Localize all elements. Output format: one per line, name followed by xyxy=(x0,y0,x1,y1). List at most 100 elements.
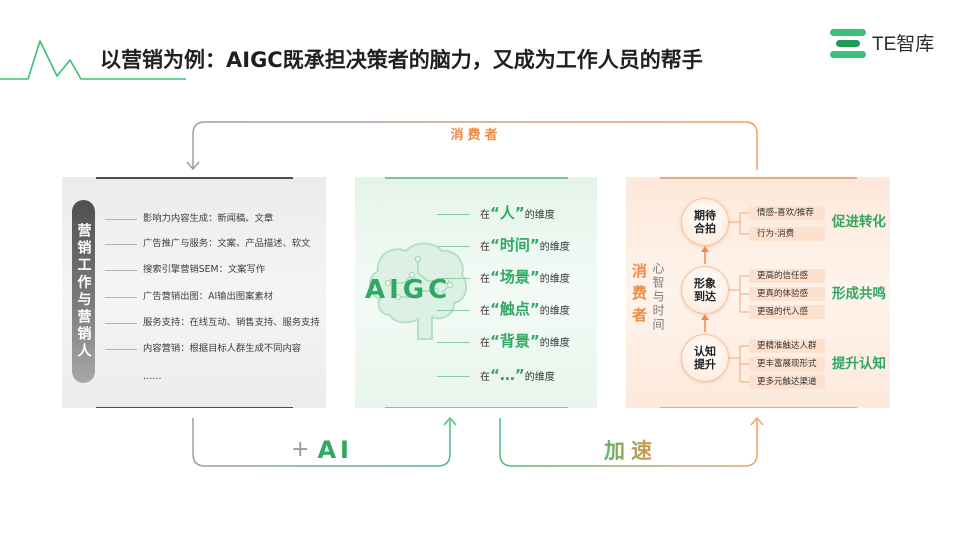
consumer-box: 消费者 心智与时间 期待 合拍 情感-喜欢/推荐 行为-消费 促进转化 形象 到… xyxy=(626,177,890,408)
speed-flow-label: 加速 xyxy=(604,439,658,463)
stage-effect: 更多元触达渠道 xyxy=(749,375,825,389)
dimension-prefix: 在 xyxy=(480,305,490,317)
stage-name-line: 认知 xyxy=(694,345,716,358)
list-item: 广告营销出图：AI输出图案素材 xyxy=(105,291,273,303)
item-connector-line xyxy=(437,341,470,343)
dimension-suffix: 的维度 xyxy=(539,337,570,349)
stage-bracket xyxy=(729,345,749,383)
consumer-label: 消费者 xyxy=(630,263,648,329)
dimension-suffix: 的维度 xyxy=(539,273,570,285)
dimension-suffix: 的维度 xyxy=(524,371,555,383)
item-connector-line xyxy=(105,296,137,298)
item-connector-line xyxy=(437,277,470,279)
aigc-label: AIGC xyxy=(365,275,452,305)
stage-effect: 更丰富展现形式 xyxy=(749,357,825,371)
stage-effect: 更强的代入感 xyxy=(749,305,825,319)
consumer-box-bottom-line xyxy=(660,406,857,408)
item-connector-line xyxy=(105,269,137,271)
marketing-item-text: 广告营销出图：AI输出图案素材 xyxy=(143,291,273,302)
list-item: 在“场景”的维度 xyxy=(437,268,570,289)
dimension-text: 在“人”的维度 xyxy=(480,204,555,225)
item-connector-line xyxy=(437,213,470,215)
dimension-keyword: “背景” xyxy=(490,331,540,350)
ai-flow-plus: + xyxy=(291,437,310,462)
list-item: 服务支持：在线互动、销售支持、服务支持 xyxy=(105,317,320,329)
stage-effect: 行为-消费 xyxy=(749,227,825,241)
stage-effect: 情感-喜欢/推荐 xyxy=(749,206,825,220)
dimension-keyword: “时间” xyxy=(490,235,540,254)
dimension-suffix: 的维度 xyxy=(539,241,570,253)
logo-text: TE智库 xyxy=(872,34,935,55)
item-connector-line xyxy=(105,322,137,324)
dimension-keyword: “人” xyxy=(490,203,525,222)
brain-circuit-nodes xyxy=(384,255,454,301)
stage-circle-awareness: 认知 提升 xyxy=(681,334,729,382)
stage-up-arrowhead xyxy=(701,314,709,320)
list-item: 内容营销：根据目标人群生成不同内容 xyxy=(105,343,301,355)
stage-bracket xyxy=(729,212,749,235)
list-item: 广告推广与服务：文案、产品描述、软文 xyxy=(105,238,310,250)
stage-outcome: 形成共鸣 xyxy=(832,286,886,302)
stage-effect: 更精准触达人群 xyxy=(749,339,825,353)
ai-flow-arrow xyxy=(192,418,451,467)
logo-bar-middle xyxy=(836,40,860,47)
list-item: 在“触点”的维度 xyxy=(437,300,570,321)
list-item: 在“时间”的维度 xyxy=(437,236,570,257)
stage-up-arrowhead xyxy=(701,246,709,252)
logo-bar-top xyxy=(830,29,866,36)
ai-flow-arrowhead xyxy=(443,416,457,426)
dimension-keyword: “场景” xyxy=(490,267,540,286)
aigc-box: AIGC 在“人”的维度 在“时间”的维度 在“场景”的维度 在“触点”的维度 … xyxy=(355,177,597,408)
list-item: 搜索引擎营销SEM：文案写作 xyxy=(105,264,265,276)
stage-name-line: 提升 xyxy=(694,358,716,371)
stage-name-line: 合拍 xyxy=(694,222,716,235)
item-connector-line xyxy=(105,218,137,220)
speed-flow-arrowhead xyxy=(750,416,764,426)
dimension-prefix: 在 xyxy=(480,209,490,221)
brain-circuit xyxy=(388,259,451,298)
aigc-box-top-line xyxy=(385,177,568,179)
marketing-item-text: 服务支持：在线互动、销售支持、服务支持 xyxy=(143,317,320,328)
aigc-box-bottom-line xyxy=(385,406,568,408)
stage-effect: 更真的体验感 xyxy=(749,287,825,301)
dimension-text: 在“…”的维度 xyxy=(480,366,555,387)
stage-bracket xyxy=(729,275,749,313)
stage-name-line: 期待 xyxy=(694,209,716,222)
item-connector-line xyxy=(437,309,470,311)
heartbeat-line-icon xyxy=(0,40,186,80)
item-connector-line xyxy=(105,243,137,245)
brain-icon xyxy=(369,242,468,340)
list-item: 在“人”的维度 xyxy=(437,204,555,225)
dimension-suffix: 的维度 xyxy=(524,209,555,221)
consumer-box-top-line xyxy=(660,177,857,179)
dimension-prefix: 在 xyxy=(480,241,490,253)
marketing-box-top-line xyxy=(96,177,293,179)
marketing-box: 营销工作与营销人 影响力内容生成：新闻稿、文章 广告推广与服务：文案、产品描述、… xyxy=(62,177,326,408)
stage-effect: 更高的信任感 xyxy=(749,269,825,283)
list-item: 在“…”的维度 xyxy=(437,366,555,387)
marketing-box-bottom-line xyxy=(96,406,293,408)
speed-flow-arrow xyxy=(499,418,758,467)
top-flow-arrow xyxy=(192,121,758,170)
item-connector-line xyxy=(105,348,137,350)
list-item: 在“背景”的维度 xyxy=(437,331,570,351)
dimension-text: 在“时间”的维度 xyxy=(480,236,570,257)
brain-outline xyxy=(369,242,468,340)
stage-outcome: 促进转化 xyxy=(832,214,886,230)
logo-bar-bottom xyxy=(830,51,866,58)
stage-circle-expectation: 期待 合拍 xyxy=(681,198,729,246)
top-flow-arrowhead xyxy=(186,161,200,171)
dimension-prefix: 在 xyxy=(480,273,490,285)
consumer-connectors xyxy=(701,212,749,383)
marketing-item-text: 内容营销：根据目标人群生成不同内容 xyxy=(143,343,302,354)
dimension-text: 在“场景”的维度 xyxy=(480,268,570,289)
te-logo-icon xyxy=(830,29,866,58)
list-item: 影响力内容生成：新闻稿、文章 xyxy=(105,213,273,225)
dimension-text: 在“触点”的维度 xyxy=(480,300,570,321)
stage-circle-image: 形象 到达 xyxy=(681,266,729,314)
dimension-keyword: “触点” xyxy=(490,299,540,318)
marketing-pill: 营销工作与营销人 xyxy=(72,200,95,383)
stage-name-line: 到达 xyxy=(694,290,716,303)
top-flow-label: 消费者 xyxy=(450,128,502,143)
